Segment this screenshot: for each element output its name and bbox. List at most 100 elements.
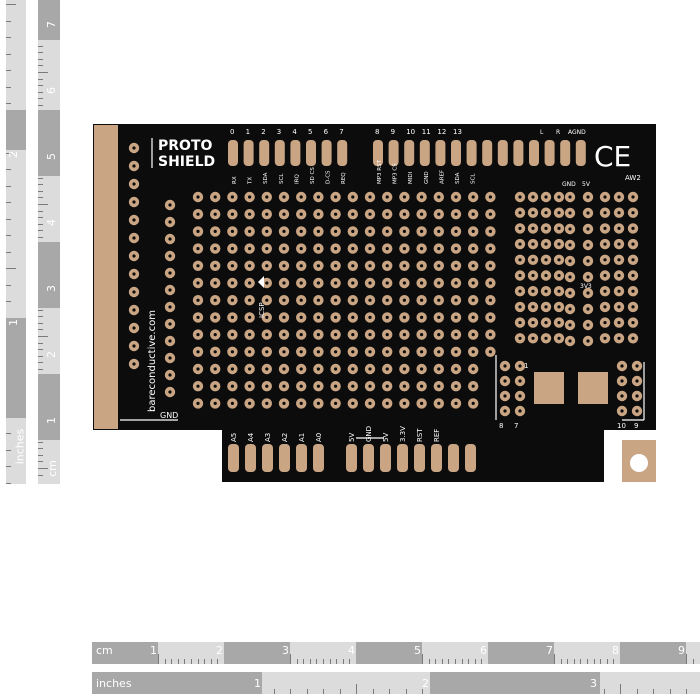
drill-hole [265, 315, 269, 319]
ruler-tick [38, 355, 43, 357]
drill-hole [351, 229, 355, 233]
drill-hole [531, 321, 535, 325]
ruler-label: inches [96, 677, 132, 690]
ruler-tick [6, 449, 11, 451]
ruler-tick [692, 659, 694, 664]
ruler-band [620, 642, 686, 664]
ruler-tick [6, 268, 16, 269]
ruler-tick [349, 659, 351, 664]
pin-1-label: 1 [524, 362, 528, 370]
drill-hole [568, 323, 572, 327]
top-pin-number: 4 [292, 128, 297, 136]
drill-hole [531, 289, 535, 293]
ruler-label: 1 [45, 417, 58, 424]
3v3-label: 3V3 [580, 283, 592, 290]
top-pin-number: 12 [437, 128, 446, 136]
ruler-tick [6, 433, 11, 434]
drill-hole [420, 247, 424, 251]
ce-mark: CE [594, 140, 631, 173]
drill-hole [557, 211, 561, 215]
drill-hole [488, 333, 492, 337]
drill-hole [544, 273, 548, 278]
drill-hole [213, 264, 217, 268]
drill-hole [631, 242, 635, 246]
drill-hole [334, 350, 338, 354]
drill-hole [471, 229, 475, 233]
ruler-tick [580, 659, 582, 664]
drill-hole [196, 195, 200, 199]
drill-hole [631, 305, 635, 309]
drill-hole [168, 373, 172, 377]
drill-hole [531, 226, 535, 230]
drill-hole [334, 333, 338, 337]
header-pad [529, 140, 539, 166]
drill-hole [402, 333, 406, 337]
ruler-label: inches [13, 428, 27, 465]
drill-hole [282, 212, 286, 216]
ruler-tick [38, 223, 43, 225]
drill-hole [518, 242, 522, 246]
bottom-header-label: A5 [230, 433, 238, 442]
drill-hole [631, 336, 635, 340]
drill-hole [168, 220, 172, 224]
drill-hole [385, 367, 389, 371]
ruler-tick [686, 654, 687, 664]
top-pin-number: 10 [406, 128, 415, 136]
drill-hole [299, 315, 303, 319]
bottom-header-label: REF [433, 429, 441, 442]
gnd-left-label: GND [160, 411, 178, 420]
pin-10-label: 10 [617, 422, 626, 430]
drill-hole [248, 384, 252, 388]
drill-hole [168, 288, 172, 292]
ruler-tick [653, 689, 654, 694]
header-pad [337, 140, 348, 166]
drill-hole [230, 367, 234, 371]
drill-hole [196, 229, 200, 233]
drill-hole [385, 281, 389, 285]
top-pin-number: 8 [375, 128, 379, 136]
ruler-tick [6, 284, 11, 286]
drill-hole [282, 298, 286, 302]
drill-hole [248, 367, 252, 371]
ruler-label: 7 [45, 21, 58, 28]
drill-hole [420, 298, 424, 302]
drill-hole [603, 242, 607, 246]
ruler-band [38, 110, 60, 176]
ruler-label: 3 [282, 644, 289, 657]
ruler-tick [6, 202, 11, 203]
drill-hole [351, 195, 355, 199]
drill-hole [531, 195, 535, 199]
drill-hole [402, 264, 406, 268]
drill-hole [488, 264, 492, 268]
drill-hole [420, 229, 424, 233]
mounting-hole [630, 454, 648, 472]
ruler-band [6, 318, 26, 418]
top-vertical-label: AREF [439, 170, 445, 184]
header-pad [497, 140, 508, 166]
ruler-label: cm [45, 460, 59, 477]
drill-hole [586, 227, 590, 231]
vertical-inch-ruler [6, 0, 26, 484]
drill-hole [385, 298, 389, 302]
ruler-tick [38, 105, 43, 106]
drill-hole [265, 298, 269, 302]
ruler-label: 2 [45, 351, 58, 358]
drill-hole [617, 273, 621, 278]
top-vertical-label: SDA [455, 172, 461, 184]
ruler-tick [290, 689, 291, 694]
ruler-label: 6 [45, 87, 58, 94]
header-pad [373, 140, 383, 166]
drill-hole [248, 350, 252, 354]
drill-hole [132, 146, 136, 150]
drill-hole [132, 326, 136, 330]
drill-hole [531, 273, 535, 278]
ruler-tick [316, 659, 318, 664]
drill-hole [471, 367, 475, 371]
ruler-tick [356, 684, 357, 694]
drill-hole [557, 305, 561, 309]
drill-hole [265, 281, 269, 285]
ruler-tick [306, 689, 308, 694]
drill-hole [334, 195, 338, 199]
smd-pad-right [578, 372, 608, 404]
ruler-tick [428, 659, 430, 664]
